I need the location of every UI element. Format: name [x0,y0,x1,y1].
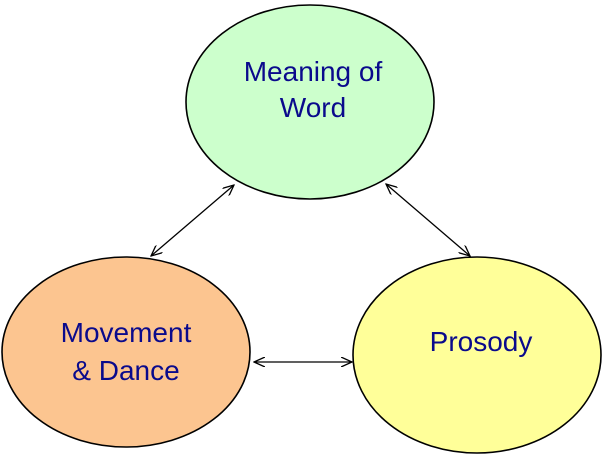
edge-meaning-movement [151,185,234,256]
node-meaning-label-line-1: Meaning of [244,56,383,87]
node-meaning-shape [185,4,435,200]
node-movement-dance: Movement & Dance [1,256,251,448]
node-movement-shape [1,256,251,448]
node-meaning-of-word: Meaning of Word [185,4,435,200]
node-movement-label-line-1: Movement [61,317,192,348]
node-meaning-label-line-2: Word [280,92,346,123]
edge-meaning-prosody [386,184,470,256]
node-prosody: Prosody [352,256,602,454]
node-movement-label-line-2: & Dance [72,355,179,386]
node-prosody-shape [352,256,602,454]
node-prosody-label: Prosody [430,326,533,357]
